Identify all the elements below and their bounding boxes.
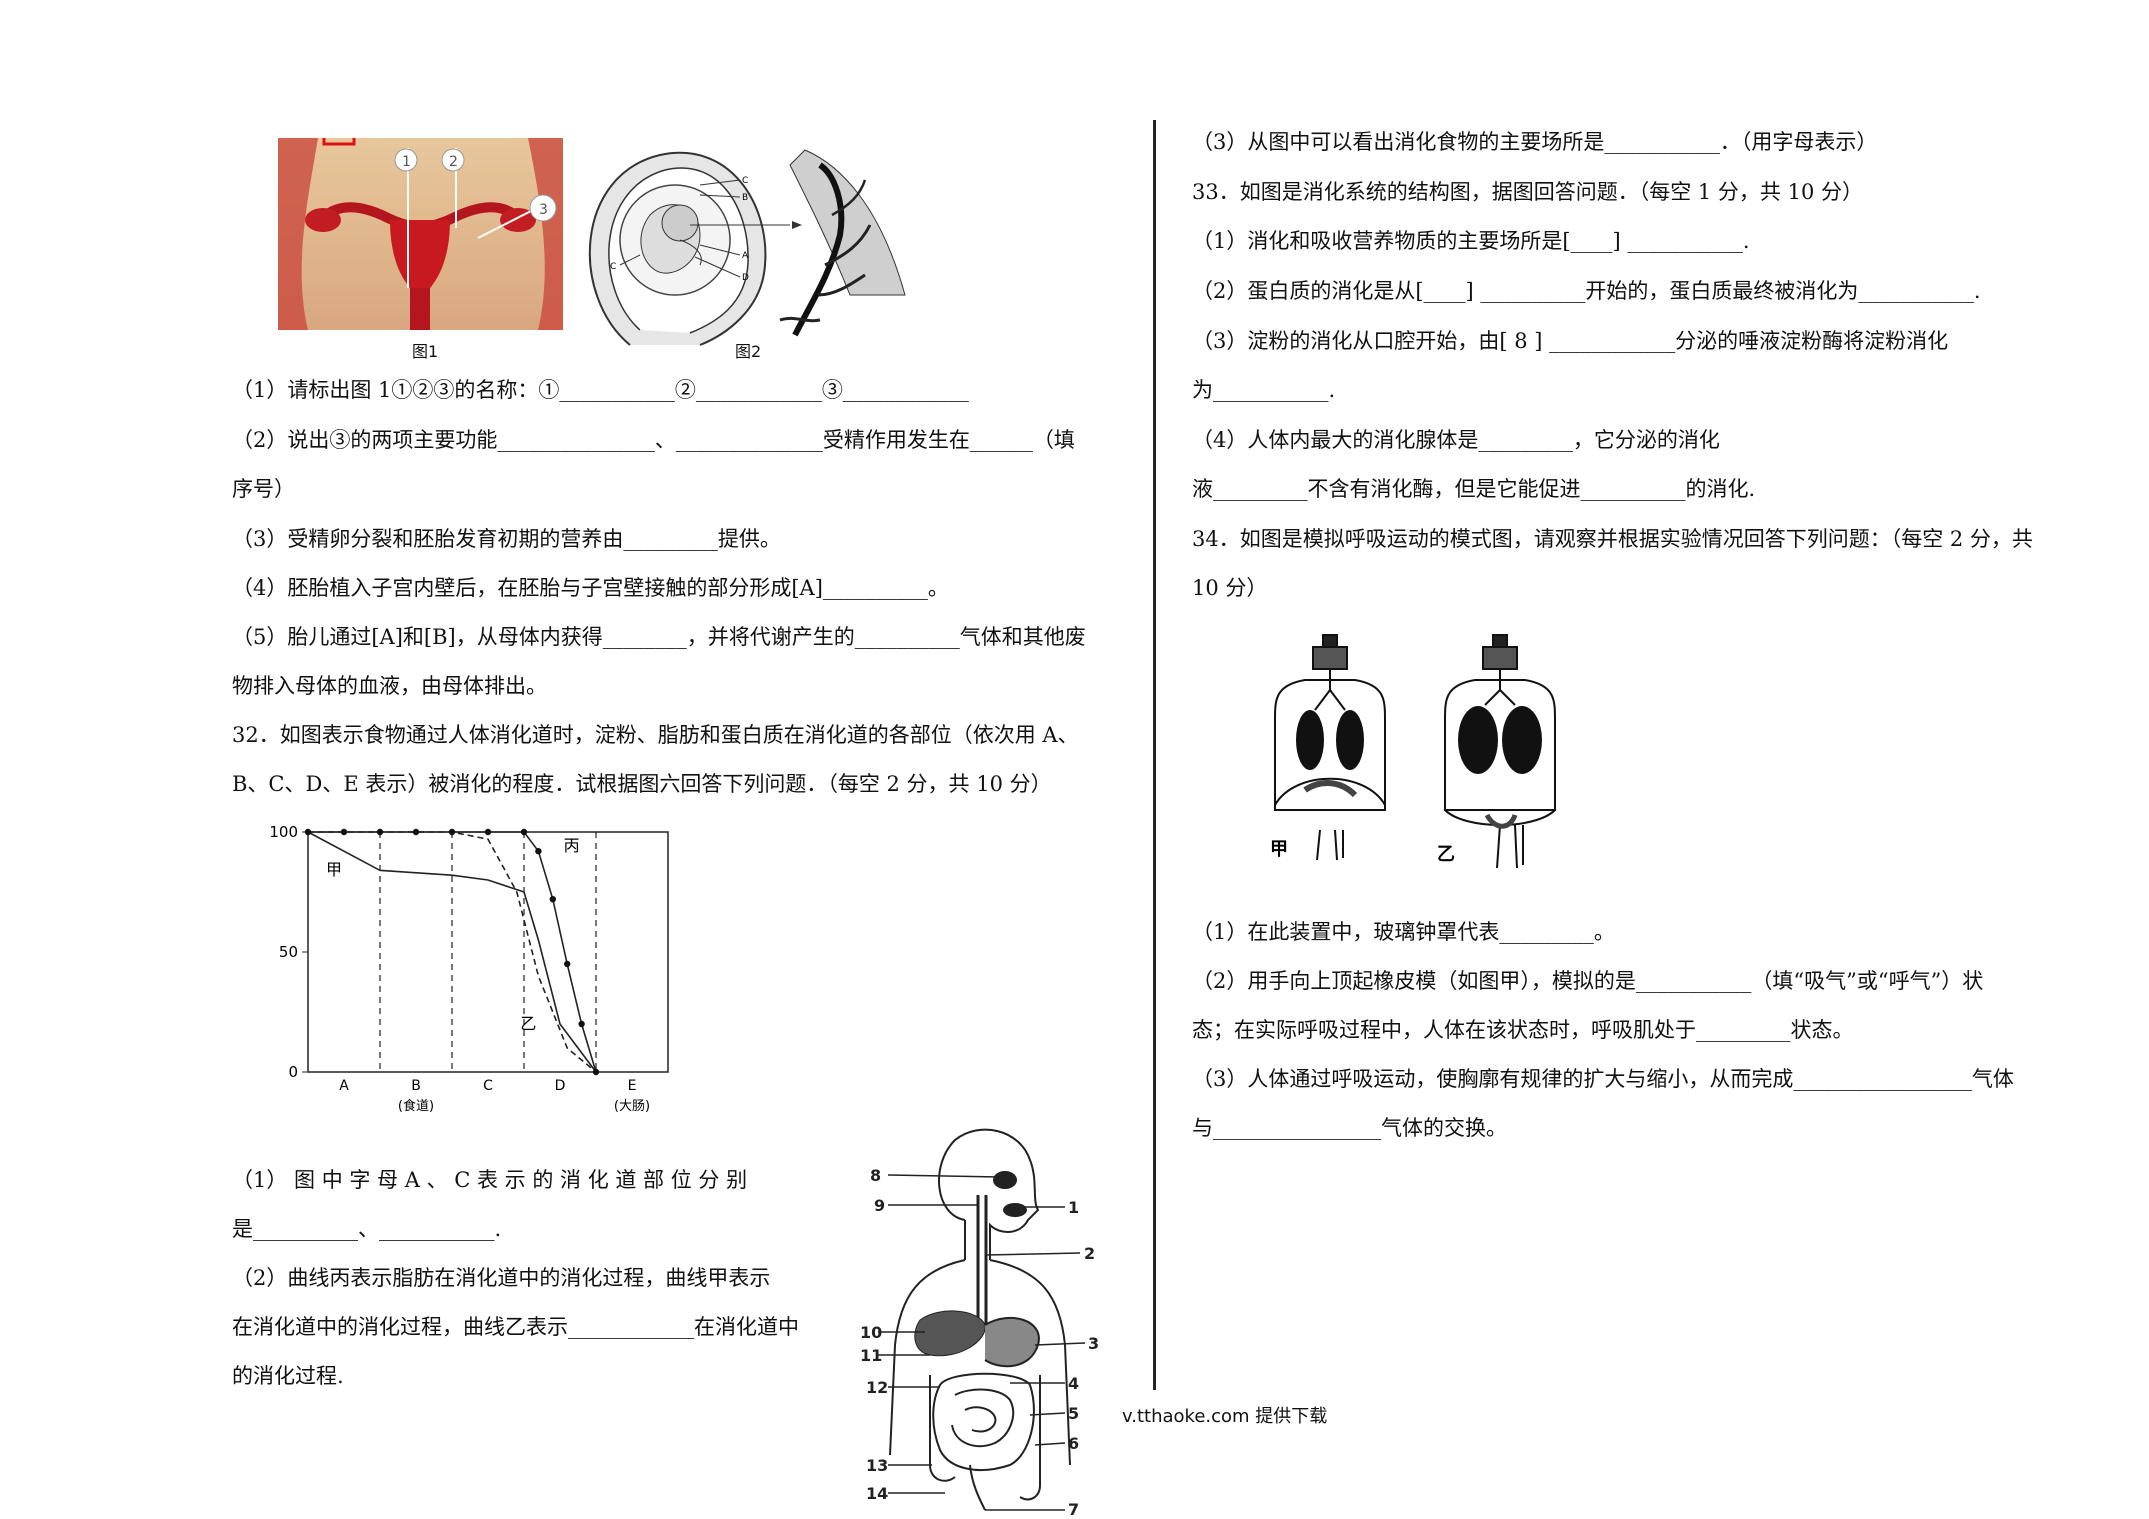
x-label-E: E [628,1078,637,1094]
r-line-5: （3）淀粉的消化从口腔开始，由[ 8 ] ____________分泌的唾液淀粉… [1192,329,1949,353]
footer-source: v.tthaoke.com 提供下载 [1122,1406,1328,1427]
series-2-point-11 [592,1068,600,1076]
r-bottom-3: 态；在实际呼吸过程中，人体在该状态时，呼吸肌处于_________状态。 [1192,1018,1854,1042]
r-line-4: （2）蛋白质的消化是从[____] __________开始的，蛋白质最终被消化… [1192,279,1981,303]
digest-label-11: 11 [860,1346,882,1365]
y-tick-label-2: 100 [270,823,298,841]
fig2-mark-d: D [742,273,749,283]
series-2-point-2 [376,828,384,836]
fig1-mark-3: 3 [539,202,548,218]
digest-label-8: 8 [870,1166,881,1185]
series-2-point-0 [304,828,312,836]
x-label-D: D [555,1078,566,1094]
r-line-9: 34．如图是模拟呼吸运动的模式图，请观察并根据实验情况回答下列问题：（每空 2 … [1192,527,2033,551]
r-line-3: （1）消化和吸收营养物质的主要场所是[____] ___________. [1192,229,1750,253]
chart-frame [307,831,669,1073]
q31-line-2: （2）说出③的两项主要功能_______________、___________… [232,428,1075,452]
series-2-point-1 [340,828,348,836]
digest-label-13: 13 [866,1456,888,1475]
q31-line-4: （3）受精卵分裂和胚胎发育初期的营养由_________提供。 [232,527,781,551]
x-label-B: B [411,1078,421,1094]
column-divider [1153,120,1156,1390]
fig2-mark-b: B [742,193,748,203]
figure-1: 1 2 3 [278,130,563,330]
digestive-system-figure: 8 9 1 2 10 3 11 12 4 5 6 13 14 7 [860,1125,1110,1519]
q32-sub-4: 在消化道中的消化过程，曲线乙表示____________在消化道中 [232,1315,799,1339]
fig1-mark-1: 1 [402,154,411,170]
r-bottom-5: 与________________气体的交换。 [1192,1116,1507,1140]
r-line-8: 液_________不含有消化酶，但是它能促进__________的消化. [1192,477,1756,501]
series-2-point-10 [578,1020,585,1028]
digest-label-14: 14 [866,1484,888,1503]
r-bottom-4: （3）人体通过呼吸运动，使胸廓有规律的扩大与缩小，从而完成___________… [1192,1067,2014,1091]
y-tick-label-1: 50 [279,943,298,961]
digest-label-6: 6 [1068,1434,1079,1453]
series-2-point-8 [549,896,556,903]
fig1-mark-2: 2 [449,154,458,170]
series-2-point-4 [448,828,456,836]
x-label-C: C [483,1078,493,1094]
bell-label-yi: 乙 [1437,844,1455,865]
y-tick-label-0: 0 [288,1063,298,1081]
series-line-2 [308,831,597,1073]
q31-line-6: （5）胎儿通过[A]和[B]，从母体内获得________，并将代谢产生的___… [232,625,1086,649]
digest-label-5: 5 [1068,1404,1079,1423]
fig1-caption: 图1 [412,342,439,361]
series-2-point-9 [564,960,571,968]
breathing-model-figure: 甲 乙 [1265,630,1595,875]
digest-label-9: 9 [874,1196,885,1215]
series-2-point-3 [412,828,420,836]
r-line-1: （3）从图中可以看出消化食物的主要场所是___________．（用字母表示） [1192,130,1878,154]
x-sublabel-E: (大肠) [614,1099,650,1114]
series-label-1: 乙 [520,1014,536,1033]
fig2-caption: 图2 [735,342,762,361]
q32-sub-5: 的消化过程. [232,1364,344,1388]
fig2-mark-c: C [742,176,748,186]
digest-label-7: 7 [1068,1500,1079,1515]
series-label-2: 丙 [564,836,580,855]
series-label-0: 甲 [326,860,342,879]
q31-line-1: （1）请标出图 1①②③的名称：①___________②___________… [232,378,969,402]
fig2-mark-a: A [742,251,749,261]
x-sublabel-B: (食道) [398,1098,434,1114]
series-2-point-6 [520,828,528,836]
q32-sub-1: （1） 图 中 字 母 A 、 C 表 示 的 消 化 道 部 位 分 别 [232,1168,748,1192]
series-2-point-5 [484,828,492,836]
r-line-2: 33．如图是消化系统的结构图，据图回答问题．（每空 1 分，共 10 分） [1192,180,1864,204]
q31-line-5: （4）胚胎植入子宫内壁后，在胚胎与子宫壁接触的部分形成[A]__________… [232,576,949,600]
series-2-point-7 [535,848,542,855]
digest-label-10: 10 [860,1323,882,1342]
q31-line-7: 物排入母体的血液，由母体排出。 [232,674,547,698]
r-bottom-1: （1）在此装置中，玻璃钟罩代表_________。 [1192,920,1615,944]
q32-sub-2: 是__________、___________. [232,1217,502,1241]
digest-label-1: 1 [1068,1198,1079,1217]
q32-sub-3: （2）曲线丙表示脂肪在消化道中的消化过程，曲线甲表示 [232,1266,771,1290]
x-label-A: A [339,1078,349,1094]
digest-label-12: 12 [866,1378,888,1397]
q31-line-3: 序号） [232,477,295,501]
figure-2: C B A C D [580,145,920,350]
r-line-6: 为___________. [1192,378,1336,402]
r-bottom-2: （2）用手向上顶起橡皮模（如图甲），模拟的是___________（填“吸气”或… [1192,969,1984,993]
r-line-7: （4）人体内最大的消化腺体是_________，它分泌的消化 [1192,428,1720,452]
digest-label-2: 2 [1084,1244,1095,1263]
q32-line-2: B、C、D、E 表示）被消化的程度．试根据图六回答下列问题．（每空 2 分，共 … [232,772,1052,796]
r-line-10: 10 分） [1192,576,1268,600]
digest-label-3: 3 [1088,1334,1099,1353]
bell-label-jia: 甲 [1270,839,1288,860]
q32-line-1: 32．如图表示食物通过人体消化道时，淀粉、脂肪和蛋白质在消化道的各部位（依次用 … [232,723,1079,747]
digest-label-4: 4 [1068,1374,1079,1393]
fig2-mark-c2: C [610,262,616,272]
series-line-0 [307,831,597,1073]
